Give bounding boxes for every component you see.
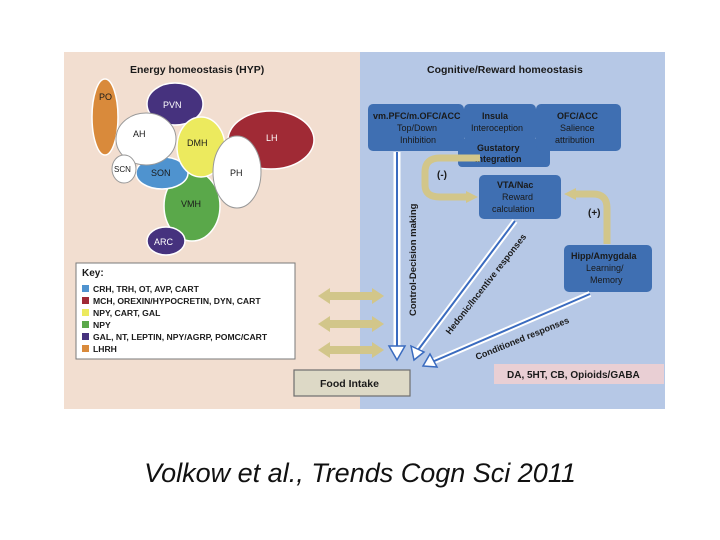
region-arc-label: ARC bbox=[154, 237, 174, 247]
vmpfc-box: vm.PFC/m.OFC/ACC Top/Down Inhibition bbox=[368, 104, 464, 151]
food-intake-label: Food Intake bbox=[320, 378, 379, 390]
svg-text:Memory: Memory bbox=[590, 275, 623, 285]
svg-text:Learning/: Learning/ bbox=[586, 263, 624, 273]
svg-text:Hipp/Amygdala: Hipp/Amygdala bbox=[571, 251, 638, 261]
key-box: Key: CRH, TRH, OT, AVP, CART MCH, OREXIN/… bbox=[75, 262, 296, 360]
region-pvn bbox=[146, 82, 204, 126]
key-swatch bbox=[82, 345, 89, 352]
svg-text:Reward: Reward bbox=[502, 192, 533, 202]
key-label: GAL, NT, LEPTIN, NPY/AGRP, POMC/CART bbox=[93, 332, 268, 342]
key-label: LHRH bbox=[93, 344, 117, 354]
key-swatch bbox=[82, 297, 89, 304]
svg-text:Insula: Insula bbox=[482, 111, 509, 121]
region-ph bbox=[212, 135, 262, 209]
food-intake-box: Food Intake bbox=[293, 369, 411, 397]
region-dmh-label: DMH bbox=[187, 138, 208, 148]
key-swatch bbox=[82, 333, 89, 340]
region-lh-label: LH bbox=[266, 133, 278, 143]
key-swatch bbox=[82, 285, 89, 292]
gustatory-box: Gustatory integration bbox=[458, 139, 550, 167]
svg-text:Interoception: Interoception bbox=[471, 123, 523, 133]
control-arrow: Control-Decision making bbox=[387, 152, 419, 362]
region-arc bbox=[146, 226, 186, 256]
svg-text:calculation: calculation bbox=[492, 204, 535, 214]
svg-text:Top/Down: Top/Down bbox=[397, 123, 437, 133]
inhibition-arrow: (-) bbox=[421, 154, 480, 203]
region-po bbox=[91, 78, 119, 156]
region-scn-label: SCN bbox=[114, 165, 131, 174]
region-pvn-label: PVN bbox=[163, 100, 182, 110]
region-scn bbox=[111, 154, 137, 184]
key-label: NPY, CART, GAL bbox=[93, 308, 160, 318]
key-swatch bbox=[82, 309, 89, 316]
region-son-label: SON bbox=[151, 168, 171, 178]
right-panel-title: Cognitive/Reward homeostasis bbox=[427, 64, 583, 76]
svg-text:attribution: attribution bbox=[555, 135, 595, 145]
hipp-box: Hipp/Amygdala Learning/ Memory bbox=[564, 245, 652, 292]
insula-box: Insula Interoception bbox=[464, 104, 536, 142]
key-title: Key: bbox=[82, 268, 104, 279]
ofc-box: OFC/ACC Salience attribution bbox=[536, 104, 621, 151]
svg-text:Salience: Salience bbox=[560, 123, 595, 133]
svg-text:VTA/Nac: VTA/Nac bbox=[497, 180, 533, 190]
control-label: Control-Decision making bbox=[408, 203, 419, 316]
svg-text:DA, 5HT, CB, Opioids/GABA: DA, 5HT, CB, Opioids/GABA bbox=[507, 370, 640, 381]
region-ph-label: PH bbox=[230, 168, 243, 178]
key-swatch bbox=[82, 321, 89, 328]
svg-text:Inhibition: Inhibition bbox=[400, 135, 436, 145]
svg-text:Gustatory: Gustatory bbox=[477, 143, 520, 153]
region-ah bbox=[115, 112, 177, 166]
svg-text:OFC/ACC: OFC/ACC bbox=[557, 111, 598, 121]
region-po-label: PO bbox=[99, 92, 112, 102]
exchange-arrows bbox=[318, 288, 384, 358]
left-panel-title: Energy homeostasis (HYP) bbox=[130, 64, 264, 76]
citation-caption: Volkow et al., Trends Cogn Sci 2011 bbox=[144, 458, 576, 488]
region-vmh-label: VMH bbox=[181, 199, 201, 209]
vta-box: VTA/Nac Reward calculation bbox=[479, 175, 561, 219]
minus-label: (-) bbox=[437, 170, 447, 181]
hypothalamus-map: PO PVN AH DMH LH SCN SON PH VMH ARC bbox=[91, 78, 315, 256]
excitation-arrow: (+) bbox=[564, 188, 611, 244]
svg-text:integration: integration bbox=[475, 154, 522, 164]
plus-label: (+) bbox=[588, 208, 601, 219]
key-label: NPY bbox=[93, 320, 111, 330]
svg-text:vm.PFC/m.OFC/ACC: vm.PFC/m.OFC/ACC bbox=[373, 111, 461, 121]
key-label: MCH, OREXIN/HYPOCRETIN, DYN, CART bbox=[93, 296, 261, 306]
key-label: CRH, TRH, OT, AVP, CART bbox=[93, 284, 200, 294]
transmitters-box: DA, 5HT, CB, Opioids/GABA bbox=[494, 364, 664, 384]
region-ah-label: AH bbox=[133, 129, 146, 139]
